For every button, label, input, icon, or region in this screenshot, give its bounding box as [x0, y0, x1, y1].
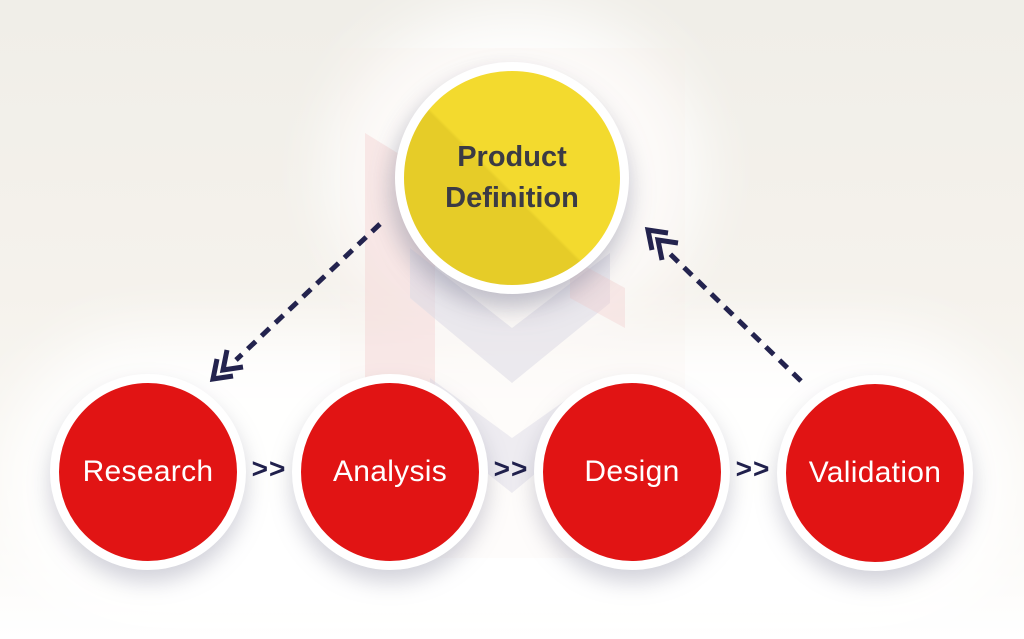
node-label: Product Definition — [445, 141, 579, 214]
node-research: Research — [50, 374, 246, 570]
node-validation: Validation — [777, 375, 973, 571]
flow-chevron-separator: >> — [493, 453, 529, 484]
node-label: Analysis — [332, 455, 448, 488]
node-inner-shade — [404, 71, 620, 285]
node-label: Validation — [808, 456, 942, 489]
node-design: Design — [534, 374, 730, 570]
node-analysis: Analysis — [292, 374, 488, 570]
node-label: Design — [584, 455, 680, 488]
flow-chevron-separator: >> — [735, 453, 771, 484]
flow-chevron-separator: >> — [251, 453, 287, 484]
node-product-definition: Product Definition — [395, 62, 629, 294]
node-label: Research — [82, 455, 214, 488]
